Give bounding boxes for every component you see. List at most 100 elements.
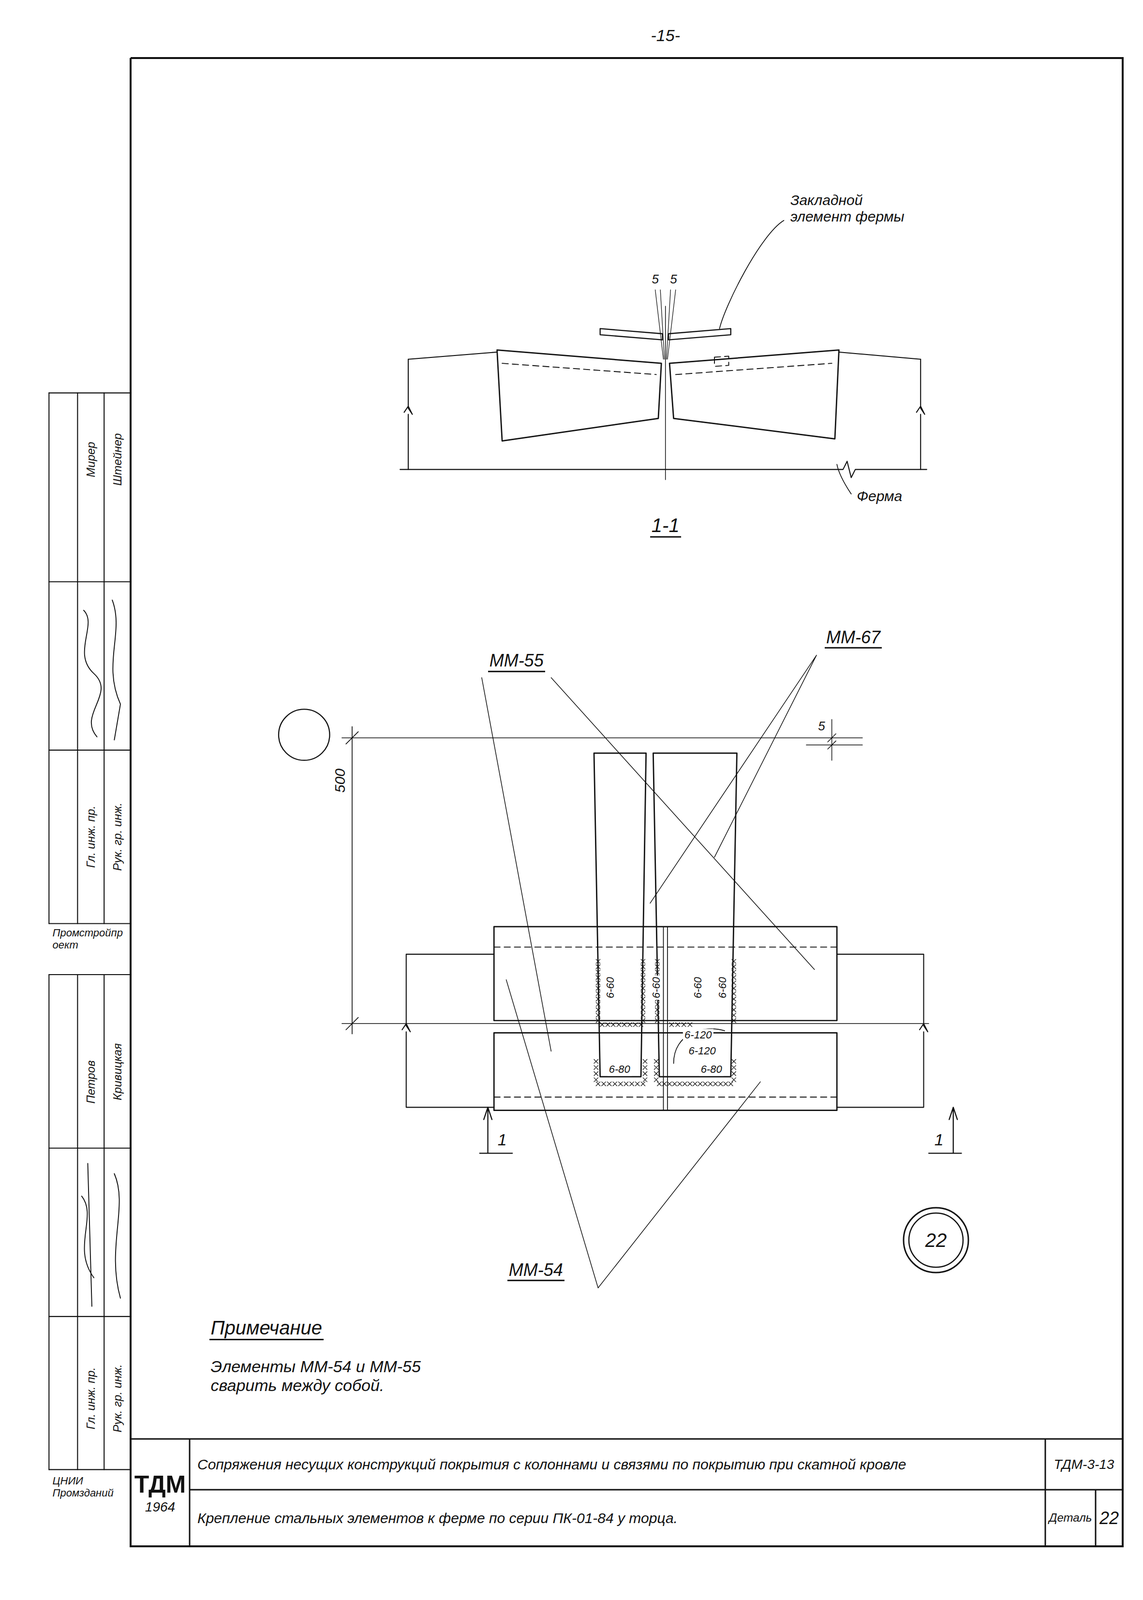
embedded-element (714, 356, 729, 367)
stamp-role: Рук. гр. инж. (110, 1362, 125, 1434)
signature (112, 600, 121, 741)
truss-outline (836, 954, 928, 1108)
section-arrow (928, 1107, 962, 1154)
frame-group (130, 58, 1123, 1547)
signature (114, 1173, 121, 1299)
section-mark: 1 (933, 1130, 946, 1150)
beam-section (497, 350, 662, 442)
leader-line (506, 979, 761, 1289)
title-block-line (189, 1439, 191, 1547)
weld-size: 6-120 (687, 1045, 718, 1058)
truss-outline (916, 359, 925, 470)
steel-plate (668, 328, 731, 340)
center-line (665, 306, 666, 480)
signature (83, 610, 102, 738)
truss-outline (404, 359, 413, 470)
dimension: 5 (816, 719, 827, 734)
weld-size: 6-60 (650, 975, 663, 1000)
steel-plate (600, 328, 663, 340)
truss-outline (838, 352, 921, 360)
leader-label: Закладной элемент фермы (788, 192, 913, 226)
drawing-group (48, 220, 962, 1470)
stamp-name: Штейнер (110, 431, 125, 488)
weld-symbol (654, 1059, 737, 1086)
weld-symbol (600, 1022, 693, 1027)
stamp-name: Петров (84, 1058, 98, 1105)
weld-size: 6-80 (607, 1063, 632, 1076)
stamp-name: Мирер (84, 440, 98, 479)
part-mark: ММ-55 (488, 650, 546, 672)
steel-plate (593, 753, 647, 1077)
title-logo-cell: ТДМ1964 (130, 1439, 190, 1547)
beam-section (669, 350, 839, 440)
section-title: 1-1 (650, 513, 682, 538)
dimension: 500 (331, 767, 349, 795)
detail-callout: 22 (902, 1206, 970, 1275)
title-cell: Сопряжения несущих конструкций покрытия … (189, 1439, 1046, 1490)
hidden-line (493, 1096, 837, 1098)
hidden-line (493, 946, 837, 948)
cell-text: ТДМ (134, 1469, 187, 1500)
title-cell: Крепление стальных элементов к ферме по … (189, 1489, 1046, 1547)
leader-line (481, 677, 815, 1052)
truss-outline (400, 461, 927, 478)
leader-line (719, 220, 785, 329)
weld-symbol (593, 1059, 648, 1086)
reference-circle (278, 709, 330, 761)
stamp-name: Кривицкая (110, 1041, 125, 1102)
sheet-type-cell: Деталь (1045, 1489, 1096, 1547)
stamp-organization: ЦНИИ Промзданий (51, 1474, 127, 1500)
cell-text: 22 (1099, 1507, 1119, 1529)
signature (81, 1163, 94, 1307)
section-arrow (479, 1107, 513, 1154)
dimension: 5 (650, 272, 660, 287)
sheet-code-cell: ТДМ-3-13 (1045, 1439, 1123, 1490)
stamp-grid (48, 392, 131, 1470)
sheet-number-cell: 22 (1095, 1489, 1123, 1547)
steel-block (493, 926, 837, 1021)
stamp-role: Рук. гр. инж. (110, 801, 125, 873)
page-number: -15- (649, 26, 682, 45)
part-mark: ММ-54 (507, 1260, 565, 1282)
steel-block (493, 1032, 837, 1111)
cell-text: Деталь (1049, 1511, 1093, 1526)
weld-size: 6-60 (604, 975, 617, 1000)
stamp-organization: Промстройпроект (51, 926, 127, 952)
title-block-line (1044, 1439, 1047, 1547)
weld-size: 6-60 (692, 975, 705, 1000)
leader-label: Ферма (855, 488, 904, 505)
cell-text: Сопряжения несущих конструкций покрытия … (197, 1455, 906, 1474)
stamp-role: Гл. инж. пр. (84, 1365, 98, 1431)
leader-line (650, 655, 817, 904)
steel-plate (653, 753, 737, 1077)
truss-outline (408, 352, 498, 360)
cell-text: 22 (925, 1228, 948, 1252)
dimension-line (806, 719, 863, 761)
title-block-line (189, 1489, 1123, 1491)
note-text: Элементы ММ-54 и ММ-55 сварить между соб… (209, 1357, 445, 1396)
weld-size: 6-80 (699, 1063, 724, 1076)
weld-size: 6-60 (716, 975, 729, 1000)
title-block-line (1095, 1489, 1097, 1547)
extension-line (341, 738, 929, 1025)
hidden-line (675, 363, 832, 375)
truss-outline (401, 954, 494, 1108)
dimension-line (655, 289, 676, 359)
hidden-line (502, 363, 657, 375)
sheet-frame (130, 58, 1123, 1547)
weld-symbol (595, 959, 736, 1023)
section-mark: 1 (496, 1130, 509, 1150)
title-block-line (130, 1438, 1123, 1440)
leader-line (836, 464, 852, 494)
weld-size: 6-120 (682, 1028, 713, 1041)
cell-text: Крепление стальных элементов к ферме по … (197, 1509, 678, 1528)
callout-circle-inner (908, 1213, 964, 1268)
part-mark: ММ-67 (824, 627, 882, 649)
weld-outline (673, 1028, 726, 1064)
note-heading: Примечание (209, 1316, 324, 1341)
cell-text: ТДМ-3-13 (1053, 1456, 1115, 1473)
stamp-role: Гл. инж. пр. (84, 804, 98, 870)
dimension: 5 (668, 272, 679, 287)
